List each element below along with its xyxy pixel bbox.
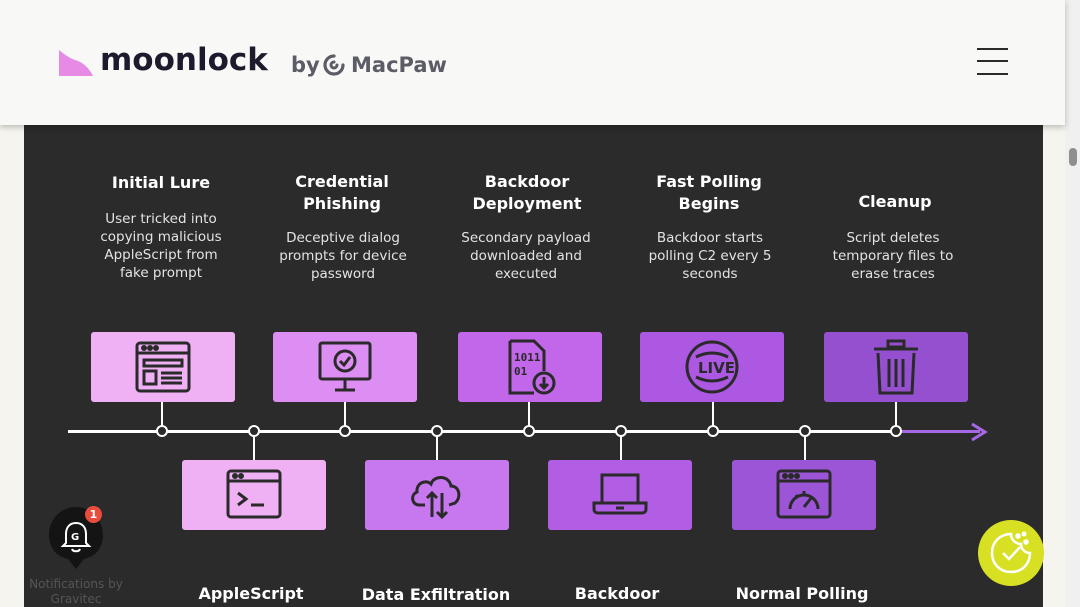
svg-text:G: G (71, 532, 79, 543)
timeline-node (156, 425, 168, 437)
timeline-node (707, 425, 719, 437)
notifications-label[interactable]: Notifications by Gravitec (29, 577, 123, 606)
connector (161, 402, 163, 430)
timeline-line (68, 430, 976, 433)
step-desc-backdoor-deployment: Secondary payload downloaded and execute… (461, 230, 591, 282)
step-box-credential-phishing (273, 332, 417, 402)
svg-text:01: 01 (514, 365, 528, 378)
step-box-initial-lure (91, 332, 235, 402)
connector (528, 402, 530, 430)
notification-bell-icon[interactable]: G (49, 507, 103, 569)
connector (253, 433, 255, 461)
step-box-fast-polling: LIVE (640, 332, 784, 402)
step-desc-fast-polling: Backdoor starts polling C2 every 5 secon… (648, 230, 772, 282)
laptop-icon (592, 473, 648, 515)
step-box-backdoor (548, 460, 692, 530)
step-title-backdoor: Backdoor (574, 584, 660, 603)
notification-count-badge: 1 (85, 506, 102, 523)
cookie-consent-button[interactable] (978, 520, 1044, 586)
timeline-node (248, 425, 260, 437)
monitor-check-icon (318, 341, 372, 392)
live-icon: LIVE (685, 340, 739, 394)
step-box-cleanup (824, 332, 968, 402)
step-title-fast-polling: Fast Polling Begins (656, 172, 762, 213)
moonlock-logo-icon[interactable] (59, 50, 93, 76)
timeline-node (339, 425, 351, 437)
binary-file-download-icon: 1011 01 (508, 339, 556, 395)
scrollbar-thumb[interactable] (1069, 148, 1077, 166)
step-desc-initial-lure: User tricked into copying malicious Appl… (100, 211, 222, 281)
connector (344, 402, 346, 430)
step-box-normal-polling (732, 460, 876, 530)
step-desc-cleanup: Script deletes temporary files to erase … (832, 230, 954, 282)
hamburger-icon[interactable] (977, 48, 1008, 76)
timeline-node (890, 425, 902, 437)
step-box-applescript (182, 460, 326, 530)
step-title-normal-polling: Normal Polling (735, 584, 869, 603)
timeline-node (431, 425, 443, 437)
partner-name: MacPaw (351, 53, 447, 77)
step-title-credential-phishing: Credential Phishing (295, 172, 389, 213)
page-scrollbar[interactable] (1065, 0, 1080, 607)
connector (620, 433, 622, 461)
cookie-consent-icon (990, 531, 1032, 574)
step-desc-credential-phishing: Deceptive dialog prompts for device pass… (279, 230, 407, 282)
timeline-arrowhead-icon (971, 422, 988, 442)
timeline-arrow-line (900, 430, 980, 433)
timeline-node (615, 425, 627, 437)
svg-text:LIVE: LIVE (698, 359, 735, 377)
connector (804, 433, 806, 461)
browser-window-icon (135, 341, 191, 393)
step-title-applescript: AppleScript (198, 584, 304, 603)
connector (712, 402, 714, 430)
terminal-icon (226, 469, 282, 519)
gauge-window-icon (776, 469, 832, 519)
connector (436, 433, 438, 461)
step-box-data-exfiltration (365, 460, 509, 530)
svg-text:1011: 1011 (514, 351, 541, 364)
by-label: by (291, 53, 320, 77)
site-header: moonlock by MacPaw (0, 0, 1065, 125)
step-box-backdoor-deployment: 1011 01 (458, 332, 602, 402)
step-title-initial-lure: Initial Lure (111, 173, 211, 192)
brand-name[interactable]: moonlock (100, 42, 268, 78)
trash-icon (874, 339, 918, 395)
connector (895, 402, 897, 430)
step-title-data-exfiltration: Data Exfiltration (361, 585, 511, 604)
macpaw-logo-icon (323, 54, 345, 76)
step-title-backdoor-deployment: Backdoor Deployment (472, 172, 582, 213)
step-title-cleanup: Cleanup (858, 192, 932, 211)
timeline-node (799, 425, 811, 437)
timeline-node (523, 425, 535, 437)
cloud-upload-icon (411, 476, 461, 520)
